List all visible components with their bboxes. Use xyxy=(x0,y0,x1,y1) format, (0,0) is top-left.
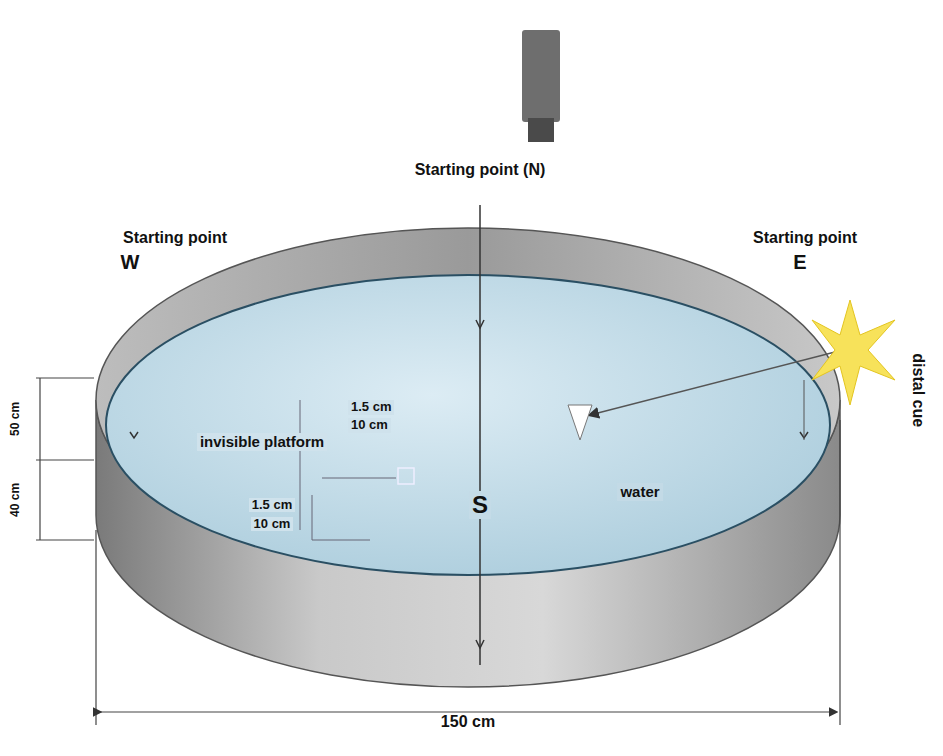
start-label: Starting point xyxy=(120,229,230,247)
ns-axis xyxy=(479,205,481,665)
compass-letter: E xyxy=(790,251,809,274)
dimension-label: 50 cm xyxy=(9,399,23,439)
height-dimension xyxy=(36,378,94,540)
dimension-label: 10 cm xyxy=(251,517,294,532)
water-surface xyxy=(106,275,830,575)
platform-label: invisible platform xyxy=(197,433,327,450)
dimension-label: 10 cm xyxy=(348,418,391,433)
dimension-label: 150 cm xyxy=(438,713,498,731)
light-cue xyxy=(812,300,895,405)
cue-label: distal cue xyxy=(909,350,927,430)
rat xyxy=(568,405,592,440)
dimension-label: 1.5 cm xyxy=(348,400,394,415)
diameter-dimension xyxy=(96,420,840,725)
dimension-label: 1.5 cm xyxy=(249,498,295,513)
compass-letter: S xyxy=(469,491,491,519)
swim-path xyxy=(590,352,835,415)
water-label: water xyxy=(617,483,662,500)
camera xyxy=(522,30,560,142)
start-label: Starting point xyxy=(750,229,860,247)
compass-letter: W xyxy=(118,251,143,274)
dimension-label: 40 cm xyxy=(9,480,23,520)
hidden-platform xyxy=(398,468,414,484)
start-label: Starting point (N) xyxy=(412,161,549,179)
